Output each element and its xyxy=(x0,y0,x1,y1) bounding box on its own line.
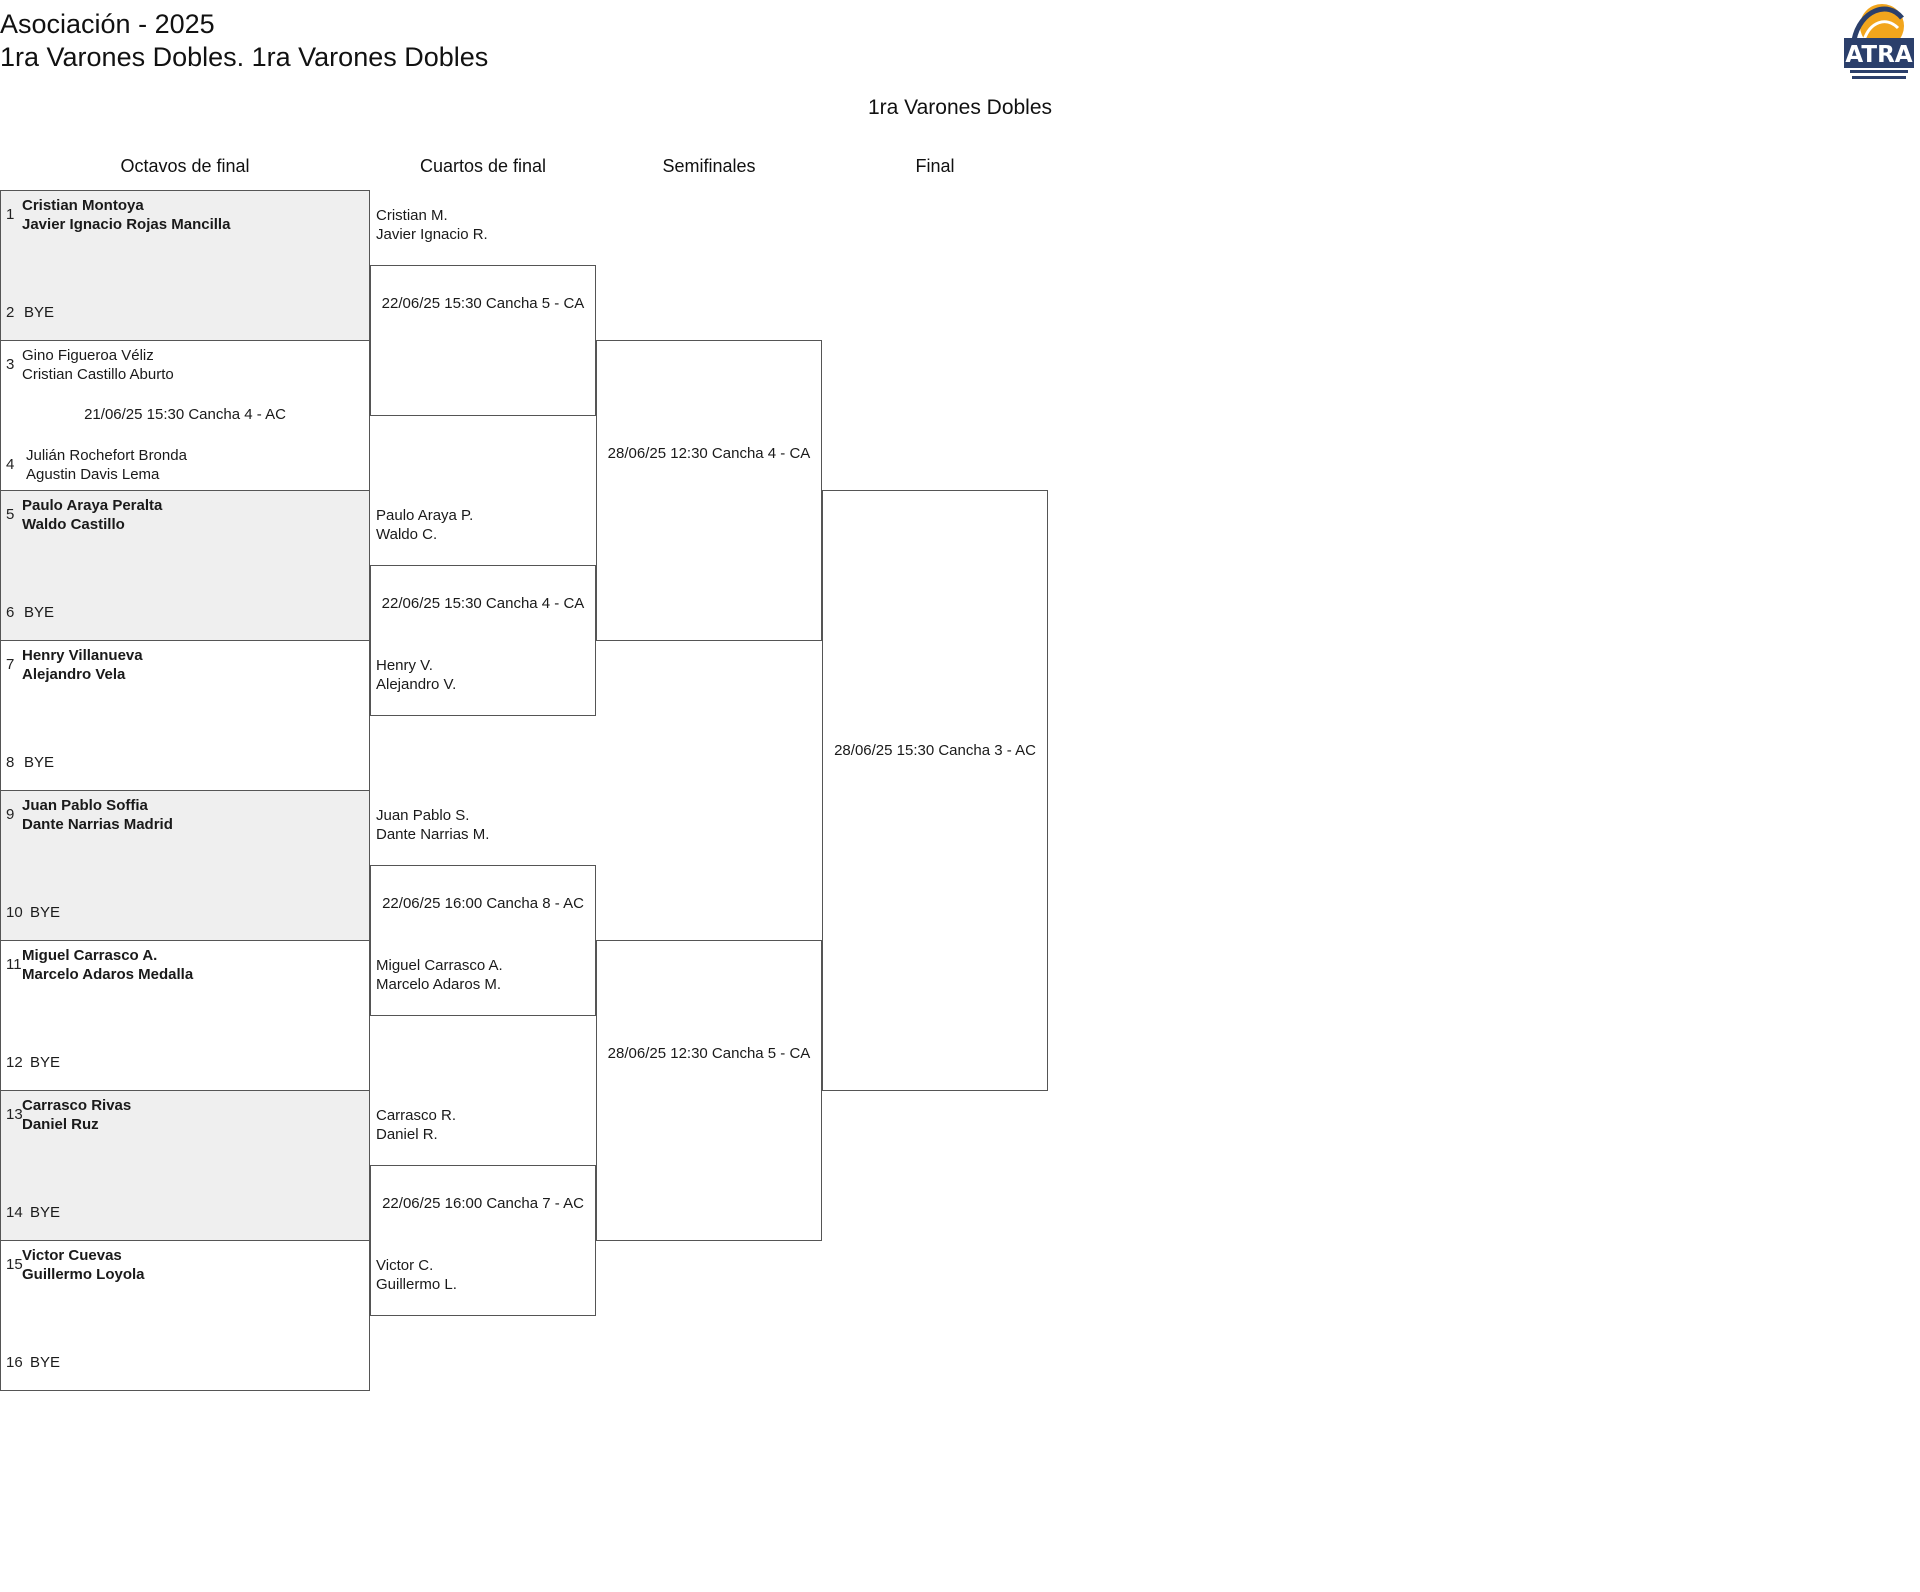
player-name: Juan Pablo S. xyxy=(376,807,470,824)
sf-match-box xyxy=(596,340,822,641)
player-name: Paulo Araya P. xyxy=(376,507,474,524)
sf-match-box xyxy=(596,940,822,1241)
player-name: Victor Cuevas xyxy=(22,1247,122,1264)
bye-label: BYE xyxy=(30,1054,61,1071)
atra-logo: ATRA xyxy=(1840,0,1918,84)
player-name: Carrasco Rivas xyxy=(22,1097,132,1114)
draw-title: 1ra Varones Dobles xyxy=(867,96,1053,119)
player-name: Javier Ignacio Rojas Mancilla xyxy=(22,216,231,233)
bye-label: BYE xyxy=(30,1204,61,1221)
player-name: Alejandro Vela xyxy=(22,666,126,683)
round-header-final: Final xyxy=(915,156,955,176)
player-name: Henry Villanueva xyxy=(22,647,143,664)
bye-label: BYE xyxy=(24,604,55,621)
qf-match-box xyxy=(370,565,596,716)
player-name: Paulo Araya Peralta xyxy=(22,497,163,514)
team-a: Miguel Carrasco A. Marcelo Adaros Medalla xyxy=(22,946,193,984)
match-schedule: 22/06/25 16:00 Cancha 7 - AC xyxy=(382,1195,584,1212)
player-name: Cristian Castillo Aburto xyxy=(22,366,174,383)
seed-number: 2 xyxy=(6,304,15,321)
advanced-team: Cristian M. Javier Ignacio R. xyxy=(376,206,488,244)
player-name: Cristian M. xyxy=(376,207,448,224)
player-name: Gino Figueroa Véliz xyxy=(22,347,154,364)
seed-number: 16 xyxy=(6,1354,23,1371)
player-name: Guillermo Loyola xyxy=(22,1266,145,1283)
match-schedule: 28/06/25 15:30 Cancha 3 - AC xyxy=(834,742,1036,759)
player-name: Henry V. xyxy=(376,657,433,674)
seed-number: 4 xyxy=(6,456,15,473)
player-name: Waldo C. xyxy=(376,526,438,543)
player-name: Miguel Carrasco A. xyxy=(22,947,158,964)
player-name: Marcelo Adaros M. xyxy=(376,976,502,993)
bye-label: BYE xyxy=(30,1354,61,1371)
seed-number: 12 xyxy=(6,1054,23,1071)
final-match-box xyxy=(822,490,1048,1091)
seed-number: 3 xyxy=(6,356,15,373)
seed-number: 5 xyxy=(6,506,15,523)
svg-text:ATRA: ATRA xyxy=(1845,42,1912,68)
player-name: Waldo Castillo xyxy=(22,516,125,533)
seed-number: 9 xyxy=(6,806,15,823)
match-schedule: 21/06/25 15:30 Cancha 4 - AC xyxy=(84,406,286,423)
qf-match-box xyxy=(370,1165,596,1316)
match-schedule: 28/06/25 12:30 Cancha 5 - CA xyxy=(607,1045,811,1062)
page-title: Asociación - 2025 xyxy=(0,9,215,39)
match-schedule: 22/06/25 16:00 Cancha 8 - AC xyxy=(382,895,584,912)
seed-number: 13 xyxy=(6,1106,23,1123)
r16-match-box xyxy=(0,1240,370,1391)
advanced-team: Victor C. Guillermo L. xyxy=(376,1256,457,1294)
bye-label: BYE xyxy=(24,304,55,321)
round-header-r16: Octavos de final xyxy=(120,156,250,176)
player-name: Dante Narrias M. xyxy=(376,826,490,843)
player-name: Daniel R. xyxy=(376,1126,438,1143)
seed-number: 6 xyxy=(6,604,15,621)
player-name: Agustin Davis Lema xyxy=(26,466,160,483)
seed-number: 15 xyxy=(6,1256,23,1273)
match-schedule: 28/06/25 12:30 Cancha 4 - CA xyxy=(607,445,811,462)
seed-number: 8 xyxy=(6,754,15,771)
player-name: Julián Rochefort Bronda xyxy=(26,447,187,464)
player-name: Alejandro V. xyxy=(376,676,457,693)
r16-match-box xyxy=(0,190,370,341)
page-subtitle: 1ra Varones Dobles. 1ra Varones Dobles xyxy=(0,42,489,72)
player-name: Victor C. xyxy=(376,1257,434,1274)
player-name: Marcelo Adaros Medalla xyxy=(22,966,194,983)
seed-number: 1 xyxy=(6,206,15,223)
qf-match-box xyxy=(370,865,596,1016)
player-name: Javier Ignacio R. xyxy=(376,226,488,243)
bye-label: BYE xyxy=(24,754,55,771)
player-name: Guillermo L. xyxy=(376,1276,457,1293)
match-schedule: 22/06/25 15:30 Cancha 4 - CA xyxy=(381,595,585,612)
advanced-team: Henry V. Alejandro V. xyxy=(376,656,456,694)
player-name: Dante Narrias Madrid xyxy=(22,816,173,833)
player-name: Daniel Ruz xyxy=(22,1116,99,1133)
seed-number: 10 xyxy=(6,904,23,921)
player-name: Miguel Carrasco A. xyxy=(376,957,503,974)
seed-number: 11 xyxy=(6,956,22,973)
advanced-team: Carrasco R. Daniel R. xyxy=(376,1106,456,1144)
bye-label: BYE xyxy=(30,904,61,921)
player-name: Juan Pablo Soffia xyxy=(22,797,148,814)
r16-match-box xyxy=(0,1090,370,1241)
seed-number: 7 xyxy=(6,656,15,673)
player-name: Carrasco R. xyxy=(376,1107,457,1124)
round-header-qf: Cuartos de final xyxy=(419,156,547,176)
player-name: Cristian Montoya xyxy=(22,197,144,214)
advanced-team: Juan Pablo S. Dante Narrias M. xyxy=(376,806,489,844)
advanced-team: Miguel Carrasco A. Marcelo Adaros M. xyxy=(376,956,503,994)
match-schedule: 22/06/25 15:30 Cancha 5 - CA xyxy=(381,295,585,312)
seed-number: 14 xyxy=(6,1204,23,1221)
advanced-team: Paulo Araya P. Waldo C. xyxy=(376,506,473,544)
round-header-sf: Semifinales xyxy=(662,156,756,176)
qf-match-box xyxy=(370,265,596,416)
